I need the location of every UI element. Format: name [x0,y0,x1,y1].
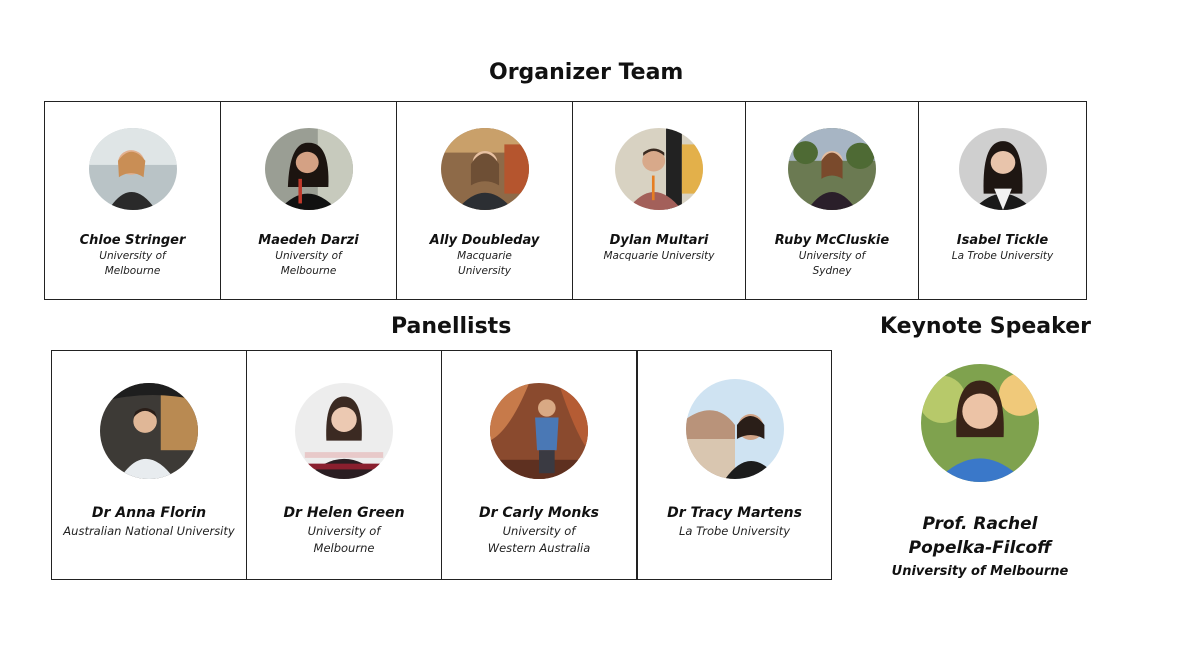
member-affiliation: University of Sydney [798,250,866,277]
person-photo-icon [788,128,876,210]
member-name: Maedeh Darzi [258,233,359,248]
panellist-name: Dr Tracy Martens [667,505,802,521]
member-affiliation: Macquarie University [457,250,512,277]
person-photo-icon [295,383,393,479]
person-photo-icon [100,383,198,479]
panellist-name: Dr Anna Florin [91,505,207,521]
person-photo-icon [264,128,353,210]
person-photo-icon [490,383,588,479]
member-name: Ally Doubleday [429,233,540,248]
member-affiliation: Macquarie University [603,250,715,262]
member-affiliation: University of Melbourne [99,250,166,277]
organizer-team-heading: Organizer Team [489,60,684,85]
organizer-card: Ally Doubleday Macquarie University [396,101,573,300]
panellist-card: Dr Tracy Martens La Trobe University [637,350,832,580]
panellist-card: Dr Helen Green University of Melbourne [246,350,442,580]
organizer-card: Dylan Multari Macquarie University [572,101,746,300]
panellist-card: Dr Carly Monks University of Western Aus… [441,350,637,580]
organizer-card: Chloe Stringer University of Melbourne [44,101,221,300]
panellists-heading: Panellists [391,314,512,339]
panellist-name: Dr Helen Green [283,505,405,521]
organizer-card: Ruby McCluskie University of Sydney [745,101,919,300]
keynote-affiliation: University of Melbourne [891,564,1069,579]
member-affiliation: La Trobe University [951,250,1054,262]
person-photo-icon [88,128,177,210]
person-photo-icon [615,128,703,210]
panellist-affiliation: Australian National University [63,524,235,538]
panellist-affiliation: La Trobe University [678,524,791,538]
person-photo-icon [440,128,529,210]
keynote-speaker-heading: Keynote Speaker [880,314,1091,339]
organizer-card: Isabel Tickle La Trobe University [918,101,1087,300]
person-photo-icon [958,128,1047,210]
member-name: Dylan Multari [609,233,709,248]
member-name: Ruby McCluskie [774,233,890,248]
panellist-affiliation: University of Western Australia [487,524,591,555]
member-affiliation: University of Melbourne [275,250,342,277]
person-photo-icon [685,379,784,479]
member-name: Chloe Stringer [79,233,186,248]
panellist-name: Dr Carly Monks [479,505,599,521]
person-photo-icon [921,364,1039,482]
panellist-affiliation: University of Melbourne [307,524,381,555]
keynote-name: Prof. Rachel Popelka-Filcoff [908,514,1052,558]
organizer-card: Maedeh Darzi University of Melbourne [220,101,397,300]
member-name: Isabel Tickle [956,233,1049,248]
panellist-card: Dr Anna Florin Australian National Unive… [51,350,247,580]
